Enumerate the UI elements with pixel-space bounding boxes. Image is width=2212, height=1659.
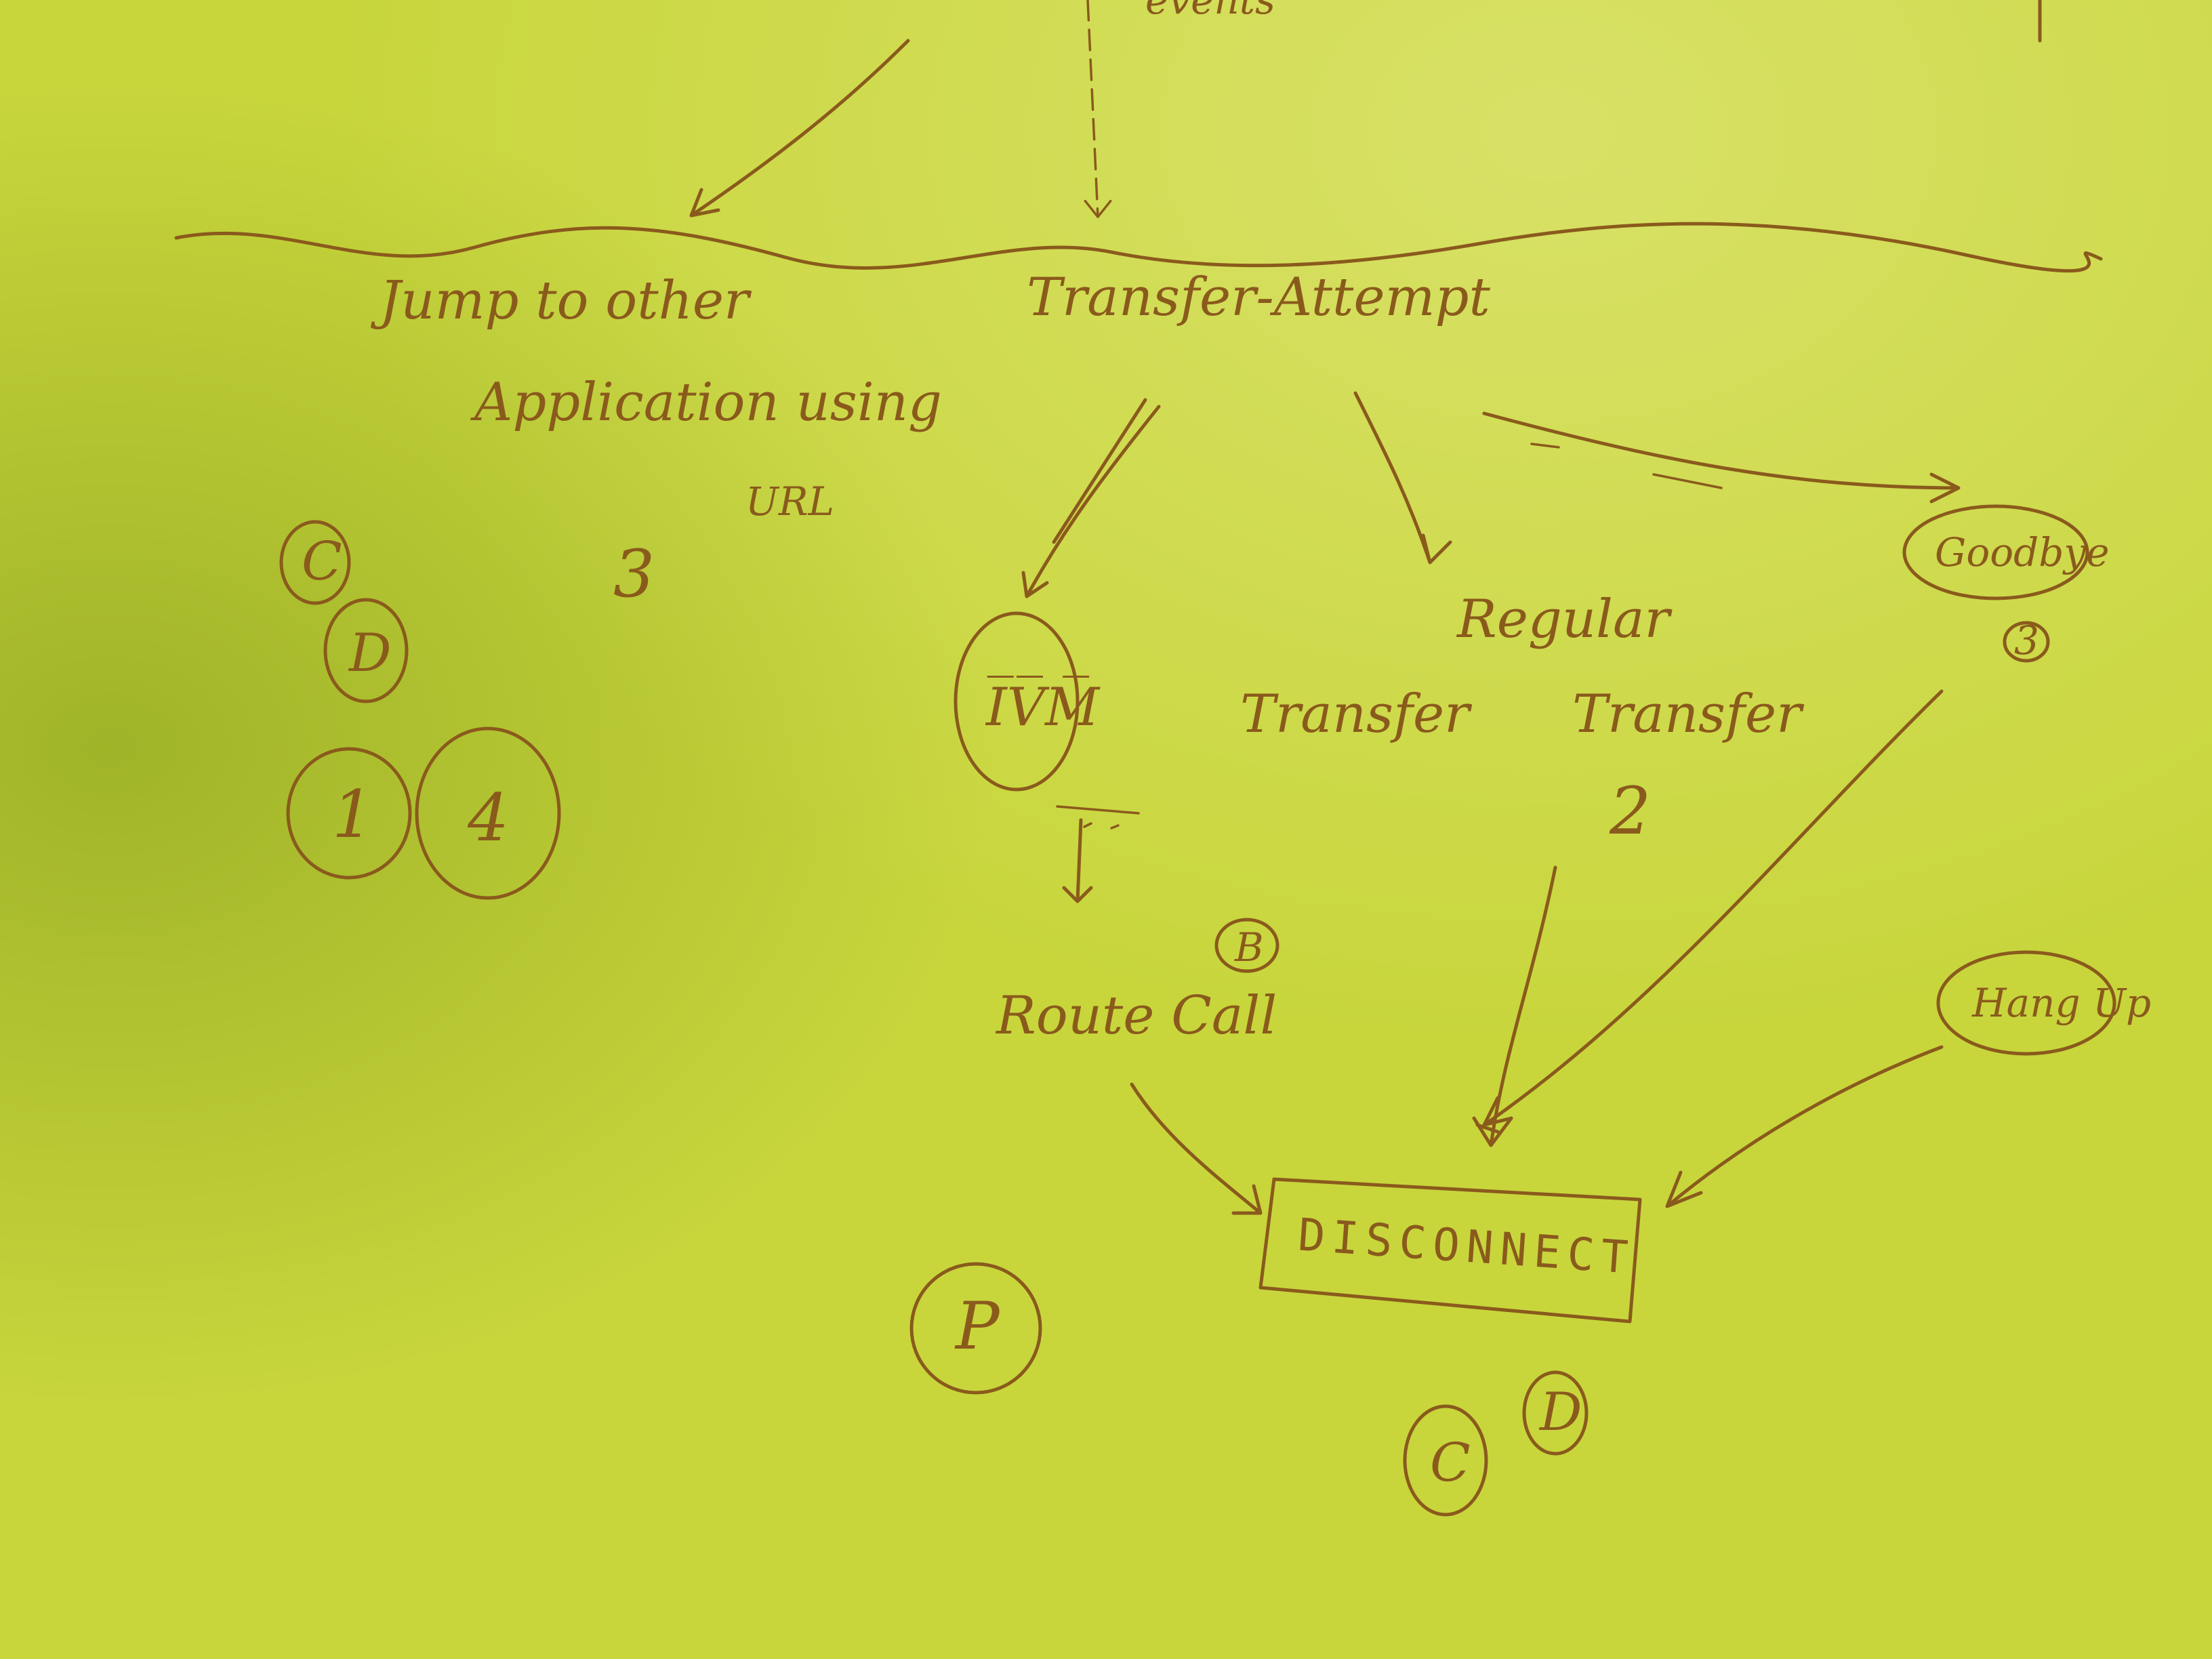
goodbye-node: Goodbye 3 — [1902, 504, 2110, 663]
arrow-regular-disconnect — [1472, 865, 1557, 1147]
hangup-node: Hang Up — [1936, 950, 2151, 1056]
marker-right-d: D — [323, 598, 409, 703]
bottom-events-text: events — [1145, 0, 1275, 23]
regular-label: Regular — [1456, 589, 1673, 650]
transfer-label: Transfer — [1572, 684, 1805, 745]
arrow-ivm-route — [1062, 818, 1093, 903]
ivm-label: I̅V̅M̅ — [985, 675, 1101, 738]
jump-app-node: Jump to other Application using URL 3 — [370, 270, 942, 612]
jump-line1: Jump to other — [370, 270, 752, 331]
marker-p: P — [909, 1262, 1042, 1395]
marker-b: B — [1214, 918, 1279, 973]
route-call-label: Route Call — [995, 985, 1277, 1046]
marker-top-c: C — [1403, 1404, 1488, 1517]
jump-number: 3 — [613, 536, 655, 612]
divider-line — [174, 222, 2103, 273]
goodbye-number: 3 — [2014, 617, 2039, 663]
marker-top-c-label: C — [1430, 1433, 1471, 1494]
regular-transfer-node: Regular Transfer 2 — [1456, 589, 1805, 849]
regular-transfer-number: 2 — [1609, 773, 1651, 849]
marker-p-label: P — [954, 1288, 1000, 1364]
arrow-attempt-ivm — [1021, 398, 1161, 598]
goodbye-label: Goodbye — [1935, 529, 2110, 575]
marker-right-c-label: C — [302, 531, 342, 592]
arrow-attempt-goodbye — [1482, 411, 1961, 504]
ivm-transfer-node: I̅V̅M̅ Transfer — [954, 611, 1473, 792]
marker-b-label: B — [1234, 924, 1264, 970]
arrow-route-disconnect — [1130, 1082, 1263, 1215]
arrow-goodbye-disconnect — [1482, 689, 1944, 1127]
arrow-to-jump — [689, 39, 910, 218]
arrow-up-center — [1083, 0, 1113, 218]
dashes-ivm — [1056, 805, 1140, 830]
ivm-transfer-label: Transfer — [1240, 684, 1473, 745]
transfer-attempt-label: Transfer-Attempt — [1027, 267, 1490, 328]
jump-line2: Application using — [470, 372, 942, 433]
marker-right-d-label: D — [348, 623, 392, 684]
arrow-hangup-disconnect — [1665, 1045, 1944, 1208]
marker-right-1: 1 — [286, 747, 412, 880]
jump-line3: URL — [745, 478, 834, 525]
hangup-label: Hang Up — [1971, 980, 2151, 1026]
marker-right-c: C — [279, 520, 351, 605]
marker-right-1-label: 1 — [332, 777, 373, 853]
arrow-attempt-regular — [1353, 391, 1452, 565]
marker-right-4: 4 — [415, 726, 561, 900]
marker-right-4-label: 4 — [467, 780, 509, 856]
dashes-attempt-goodbye — [1530, 443, 1723, 489]
marker-top-d: D — [1522, 1370, 1589, 1456]
marker-top-d-label: D — [1538, 1382, 1582, 1443]
